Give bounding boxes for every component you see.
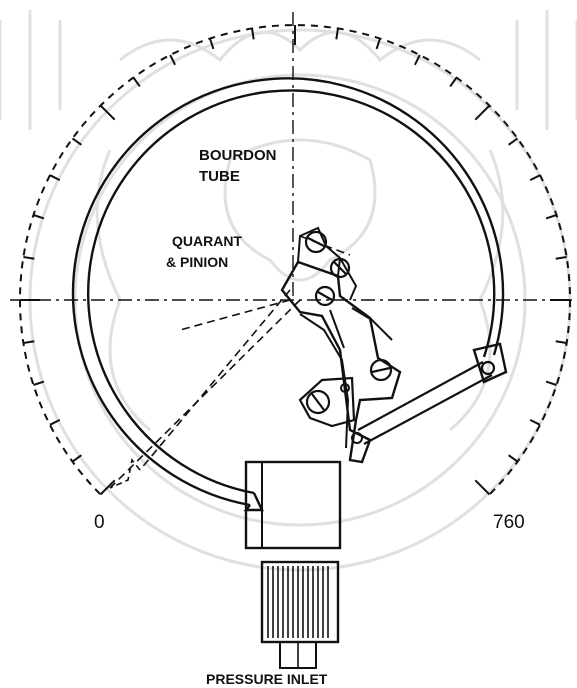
dial-scale: [19, 24, 571, 496]
dial-tick: [508, 454, 519, 463]
dial-tick: [33, 214, 45, 220]
scale-max-label: 760: [493, 512, 525, 533]
dial-tick: [529, 419, 541, 426]
dial-tick: [49, 174, 61, 181]
quadrant-label-line2: & PINION: [166, 254, 228, 270]
dial-tick: [33, 380, 45, 386]
pressure-inlet-label: PRESSURE INLET: [206, 671, 328, 687]
dial-tick: [474, 479, 491, 496]
center-axes: [10, 12, 577, 301]
dial-tick: [555, 340, 567, 344]
dial-tick: [169, 54, 176, 66]
quadrant-sector: [280, 226, 402, 464]
dial-tick: [23, 256, 35, 260]
dial-tick: [23, 340, 35, 344]
dial-tick: [474, 104, 491, 121]
dial-tick: [71, 454, 82, 463]
dial-tick: [545, 380, 557, 386]
bourdon-label-line2: TUBE: [199, 168, 240, 185]
tube-end-link: [357, 342, 508, 445]
bourdon-tube: [71, 77, 505, 512]
dial-tick: [375, 38, 381, 50]
dial-tick: [71, 137, 82, 146]
watermark-seal: [0, 10, 577, 572]
dial-tick: [449, 76, 458, 87]
scale-min-label: 0: [94, 512, 105, 533]
dial-tick: [99, 104, 116, 121]
dial-tick: [251, 28, 255, 40]
dial-tick: [508, 137, 519, 146]
dial-tick: [414, 54, 421, 66]
inlet-thread: [260, 560, 340, 669]
dial-scale-ticks: [20, 25, 570, 496]
socket-block: [244, 460, 342, 550]
dial-tick: [209, 38, 215, 50]
dial-tick: [555, 256, 567, 260]
bourdon-label-line1: BOURDON: [199, 147, 277, 164]
pointer-dashed: [109, 235, 351, 489]
dial-tick: [529, 174, 541, 181]
inlet-thread-lines: [267, 566, 329, 638]
quadrant-label-line1: QUARANT: [172, 233, 242, 249]
dial-tick: [545, 214, 557, 220]
dial-tick: [99, 479, 116, 496]
dial-tick: [49, 419, 61, 426]
dial-tick: [335, 28, 339, 40]
dial-tick: [132, 76, 141, 87]
